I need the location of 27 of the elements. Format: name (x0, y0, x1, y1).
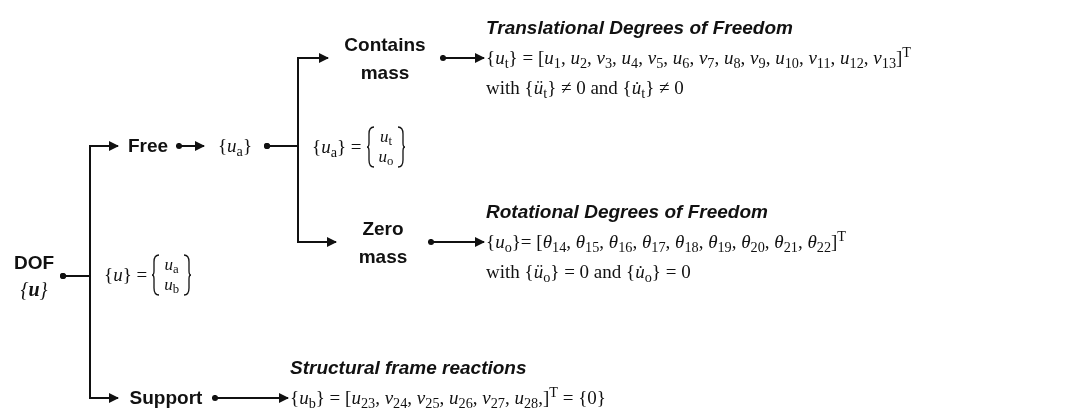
node-label: Support (129, 386, 203, 410)
math-label: u$_{o}$ (378, 147, 394, 167)
connector-arrow (59, 272, 119, 403)
math-symbol: {u$_{a}$} (217, 134, 253, 160)
section-heading: Rotational Degrees of Freedom (486, 200, 768, 224)
connector-arrow (263, 142, 337, 247)
node-label: Contains mass (343, 33, 427, 85)
section-heading: Structural frame reactions (290, 356, 527, 380)
equation: with {ü$_{t}$} ≠ 0 and {u̇$_{t}$} ≠ 0 (486, 76, 684, 102)
math-label: u$_{t}$ (379, 127, 392, 147)
math-symbol: {u} (20, 277, 48, 302)
node-label: Zero mass (357, 217, 409, 269)
equation: {u$_{b}$} = [u$_{23}$, v$_{24}$, v$_{25}$, u$_{26}$, v$_{27}$, u$_{28}$,]$^{T}$ = {0} (290, 384, 606, 412)
node-label: DOF (13, 251, 55, 275)
connector-arrow (175, 141, 205, 151)
section-heading: Translational Degrees of Freedom (486, 16, 793, 40)
math-label: {u$_{a}$} = (312, 135, 362, 161)
connector-arrow (211, 393, 289, 403)
connector-arrow (427, 237, 485, 247)
equation: {u$_{o}$}= [θ$_{14}$, θ$_{15}$, θ$_{16}$, θ$_{17}$, θ$_{18}$, θ$_{19}$, θ$_{20}$, θ$_{21}$, θ$_{22}$]$^{T}$ (486, 228, 847, 256)
connector-arrow (439, 53, 485, 63)
equation: {u$_{t}$} = [u$_{1}$, u$_{2}$, v$_{3}$, u$_{4}$, v$_{5}$, u$_{6}$, v$_{7}$, u$_{8}$, v$_{9}$, u$_{10}$, v$_{11}$, u$_{12}$, v$_{13}$]$^{T}$ (486, 44, 912, 72)
node-label: Free (127, 134, 169, 158)
equation: with {ü$_{o}$} = 0 and {u̇$_{o}$} = 0 (486, 260, 691, 286)
math-label: u$_{b}$ (164, 275, 180, 295)
math-label: u$_{a}$ (164, 255, 179, 275)
math-label: {u} = (104, 263, 148, 287)
